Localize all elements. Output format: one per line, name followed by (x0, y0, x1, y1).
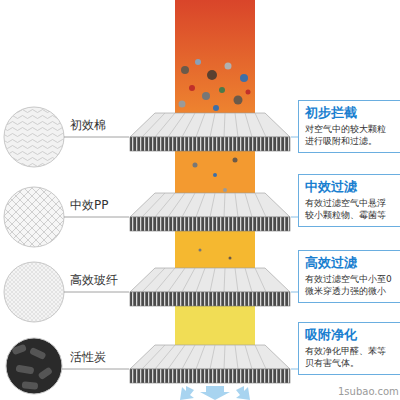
callout-text: 有效过滤空气中悬浮 较小颗粒物、霉菌等 (305, 198, 396, 221)
layer-name-holder: 初效棉 (70, 118, 106, 133)
watermark-holder: 1subao.com (338, 386, 399, 398)
callout-heading: 中效过滤 (305, 179, 396, 196)
callout-text: 有效净化甲醛、苯等 贝有害气体。 (305, 346, 396, 369)
watermark: 1subao.com (338, 386, 399, 397)
callout-box: 吸附净化有效净化甲醛、苯等 贝有害气体。 (298, 322, 400, 375)
callout-heading: 初步拦截 (305, 105, 396, 122)
callout-text: 有效过滤空气中小至0 微米穿透力强的微小 (305, 274, 396, 297)
callout-box: 初步拦截对空气中的较大颗粒 进行吸附和过滤。 (298, 100, 400, 153)
layer-name-holder: 活性炭 (70, 350, 106, 365)
layer-name-holder: 中效PP (70, 198, 108, 213)
layer-name: 高效玻纤 (70, 273, 118, 287)
layer-name: 中效PP (70, 198, 108, 212)
callout-box: 高效过滤有效过滤空气中小至0 微米穿透力强的微小 (298, 250, 400, 303)
callout-box: 中效过滤有效过滤空气中悬浮 较小颗粒物、霉菌等 (298, 174, 400, 227)
callout-heading: 吸附净化 (305, 327, 396, 344)
callout-heading: 高效过滤 (305, 255, 396, 272)
layer-name: 初效棉 (70, 118, 106, 132)
callout-text: 对空气中的较大颗粒 进行吸附和过滤。 (305, 124, 396, 147)
layer-name: 活性炭 (70, 350, 106, 364)
layer-name-holder: 高效玻纤 (70, 273, 118, 288)
